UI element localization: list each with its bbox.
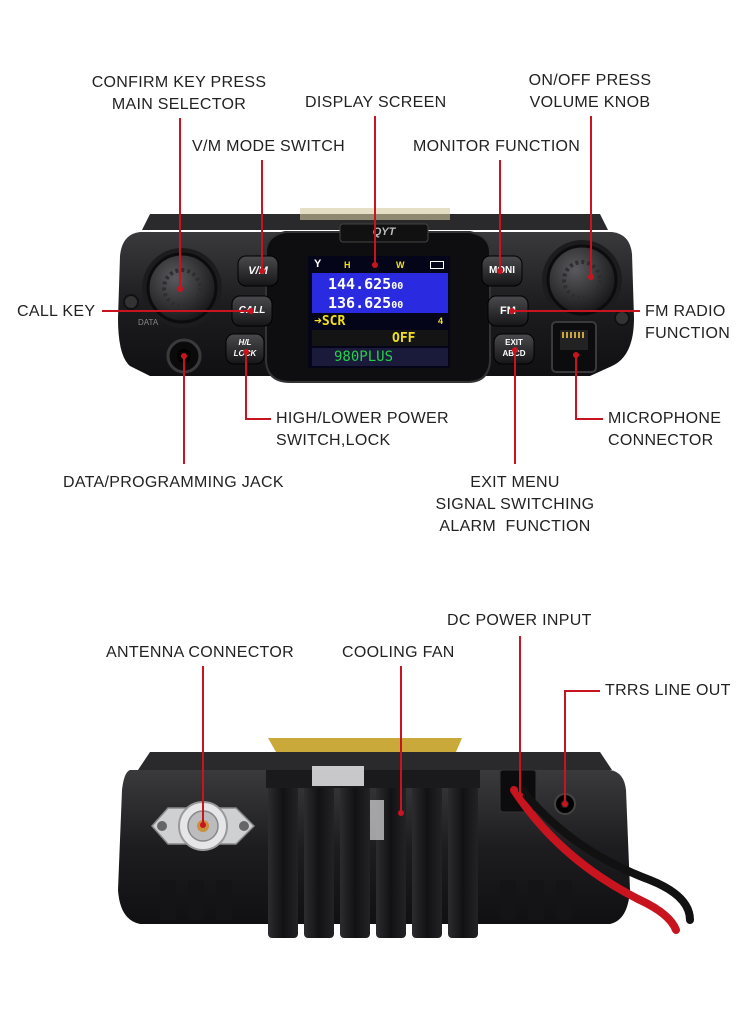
menu-value: OFF <box>392 331 416 346</box>
callout-dc-power: DC POWER INPUT <box>447 612 592 629</box>
frequency-a: 144.625 <box>328 275 392 293</box>
menu-item: SCR <box>321 314 346 329</box>
leader-dot <box>181 353 187 359</box>
frequency-a-row: 144.62500 <box>328 275 403 293</box>
leader-dot <box>562 801 568 807</box>
callout-trrs: TRRS LINE OUT <box>605 682 731 699</box>
signal-icon: Y <box>314 258 322 270</box>
leader-vm <box>261 160 263 272</box>
leader-antenna <box>202 666 204 826</box>
battery-icon <box>430 261 444 269</box>
leader-cooling-fan <box>400 666 402 812</box>
leader-call-key <box>102 310 252 312</box>
front-panel <box>118 208 634 383</box>
volume-knob[interactable] <box>548 246 616 314</box>
rear-panel <box>118 738 694 938</box>
leader-monitor <box>499 160 501 272</box>
frequency-b: 136.625 <box>328 294 392 312</box>
leader-trrs-v <box>564 690 566 804</box>
leader-data-jack <box>183 356 185 464</box>
leader-dot <box>248 308 254 314</box>
power-indicator: H <box>344 260 351 270</box>
leader-dot <box>573 352 579 358</box>
callout-call-key: CALL KEY <box>17 303 96 320</box>
leader-display-screen <box>374 116 376 266</box>
menu-row: ➜SCR <box>314 314 345 329</box>
hl-label: H/L <box>238 338 252 347</box>
leader-confirm-key <box>179 118 181 290</box>
leader-dot <box>588 274 594 280</box>
exit-label: EXIT <box>505 338 523 347</box>
leader-high-lower-h <box>245 418 271 420</box>
frequency-b-row: 136.62500 <box>328 294 403 312</box>
leader-dot <box>398 810 404 816</box>
abcd-label: ABCD <box>494 348 534 359</box>
display-screen: Y H W 144.62500 136.62500 ➜SCR 4 OFF 980… <box>312 258 448 366</box>
callout-data-jack: DATA/PROGRAMMING JACK <box>63 474 284 491</box>
leader-trrs-h <box>564 690 600 692</box>
leader-dot <box>509 308 515 314</box>
callout-antenna: ANTENNA CONNECTOR <box>106 644 294 661</box>
leader-dot <box>517 792 523 798</box>
brand-logo: QYT <box>372 226 396 238</box>
leader-fm-radio <box>512 310 640 312</box>
leader-dot <box>497 268 503 274</box>
leader-microphone-h <box>575 418 603 420</box>
leader-dot <box>512 347 518 353</box>
leader-dot <box>243 349 249 355</box>
leader-on-off <box>590 116 592 278</box>
leader-dot <box>177 286 183 292</box>
leader-dot <box>259 268 265 274</box>
callout-display-screen: DISPLAY SCREEN <box>305 94 447 111</box>
frequency-a-suffix: 00 <box>391 281 404 292</box>
exit-button[interactable]: EXIT ABCD <box>494 337 534 363</box>
frequency-b-suffix: 00 <box>391 300 404 311</box>
mode-indicator: W <box>396 260 405 270</box>
leader-dot <box>372 262 378 268</box>
callout-monitor: MONITOR FUNCTION <box>413 138 581 155</box>
data-port-label: DATA <box>138 318 159 327</box>
model-name: 980PLUS <box>334 349 394 365</box>
callout-vm-mode: V/M MODE SWITCH <box>192 138 345 155</box>
leader-dc-power <box>519 636 521 796</box>
leader-microphone-v <box>575 356 577 420</box>
menu-number: 4 <box>438 316 444 326</box>
vm-button[interactable]: V/M <box>248 265 268 277</box>
callout-cooling-fan: COOLING FAN <box>342 644 455 661</box>
leader-exit-menu <box>514 350 516 464</box>
leader-high-lower-v <box>245 352 247 420</box>
arrow-right-icon: ➜ <box>314 314 322 329</box>
leader-dot <box>200 822 206 828</box>
